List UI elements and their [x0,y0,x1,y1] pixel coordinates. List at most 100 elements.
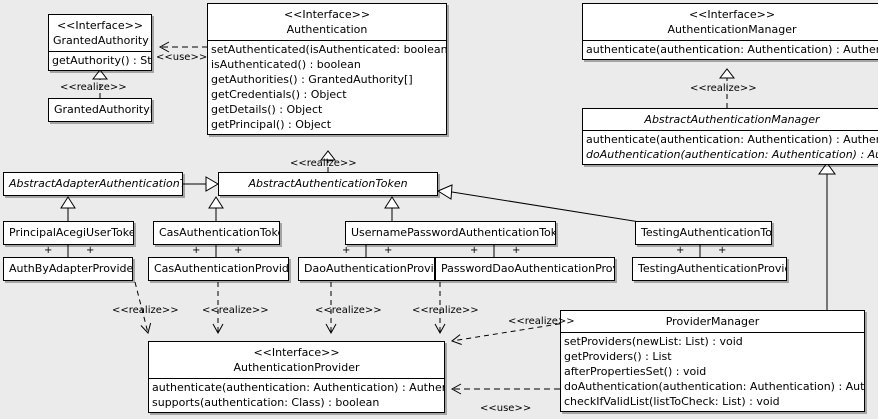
class-header: AbstractAuthenticationManager [583,109,878,130]
class-abstract-authentication-token[interactable]: AbstractAuthenticationToken [218,172,438,196]
operation: getCredentials() : Object [211,88,347,101]
stereotype-label: <<Interface>> [56,19,144,32]
class-cas-authentication-token[interactable]: CasAuthenticationToken [153,221,280,245]
class-username-password-authentication-token[interactable]: UsernamePasswordAuthenticationToken [345,221,556,245]
class-name: DaoAuthenticationProvider [304,262,434,275]
class-header: CasAuthenticationProvider [149,258,288,280]
multiplicity-marker: + [512,245,521,256]
class-header: <<Interface>> AuthenticationManager [583,4,878,40]
class-name: ProviderManager [665,315,760,328]
operation: doAuthentication(authentication: Authent… [564,380,865,393]
compartment-divider [49,51,151,52]
class-granted-authority[interactable]: <<Interface>> GrantedAuthority getAuthor… [48,14,152,71]
multiplicity-marker: + [86,245,95,256]
class-principal-acegi-user-token[interactable]: PrincipalAcegiUserToken [3,221,134,245]
edge-inherit-providermanager [818,162,836,310]
class-name: TestingAuthenticationProvider [638,262,787,275]
class-header: TestingAuthenticationProvider [633,258,786,280]
class-name: AuthenticationManager [667,23,797,36]
edge-label-realize-passworddao: <<realize>> [412,305,479,316]
compartment-divider [561,332,864,333]
class-name: AuthenticationProvider [233,361,360,374]
compartment-divider [149,378,444,379]
stereotype-label: <<Interface>> [253,346,340,359]
operations-compartment: getAuthority() : String [49,52,151,70]
class-name: GrantedAuthority [53,34,149,47]
multiplicity-marker: + [718,245,727,256]
operation: authenticate(authentication: Authenticat… [152,381,444,394]
edge-label-realize-abstractauthenticationmanager: <<realize>> [690,83,757,94]
compartment-divider [208,40,446,41]
class-authentication-provider[interactable]: <<Interface>> AuthenticationProvider aut… [148,341,445,413]
multiplicity-marker: + [192,245,201,256]
compartment-divider [583,40,878,41]
class-name: AbstractAuthenticationManager [644,113,820,126]
operation: checkIfValidList(listToCheck: List) : vo… [564,395,780,408]
operation: setProviders(newList: List) : void [564,335,743,348]
edge-label-realize-cas: <<realize>> [202,305,269,316]
edge-label-realize-authbyadapter: <<realize>> [112,305,179,316]
class-testing-authentication-token[interactable]: TestingAuthenticationToken [635,221,772,245]
class-name: PasswordDaoAuthenticationProvider [441,262,614,275]
class-abstract-adapter-authentication-token[interactable]: AbstractAdapterAuthenticationToken [3,172,183,196]
class-name: PrincipalAcegiUserToken [9,226,134,239]
class-name: CasAuthenticationToken [159,226,280,239]
class-name: TestingAuthenticationToken [641,226,772,239]
operations-compartment: authenticate(authentication: Authenticat… [583,131,878,164]
operation: doAuthentication(authentication: Authent… [586,148,878,161]
edge-label-use-providermanager: <<use>> [480,403,532,414]
class-header: AuthByAdapterProvider [4,258,132,280]
class-header: AbstractAuthenticationToken [219,173,437,195]
class-name: GrantedAuthorityImpl [54,103,151,116]
edge-inherit-usernamepasswordtoken [384,196,400,221]
edge-label-realize-abstractauthenticationtoken: <<realize>> [290,158,357,169]
class-authentication[interactable]: <<Interface>> Authentication setAuthenti… [207,3,447,135]
class-cas-authentication-provider[interactable]: CasAuthenticationProvider [148,257,289,281]
class-testing-authentication-provider[interactable]: TestingAuthenticationProvider [632,257,787,281]
multiplicity-marker: + [676,245,685,256]
operations-compartment: setAuthenticated(isAuthenticated: boolea… [208,41,446,134]
edge-label-realize-grantedauthorityimpl: <<realize>> [60,82,127,93]
class-granted-authority-impl[interactable]: GrantedAuthorityImpl [48,98,152,122]
class-name: CasAuthenticationProvider [154,262,289,275]
operation: isAuthenticated() : boolean [211,58,361,71]
operation: afterPropertiesSet() : void [564,365,707,378]
operations-compartment: authenticate(authentication: Authenticat… [149,379,444,412]
class-provider-manager[interactable]: ProviderManager setProviders(newList: Li… [560,310,865,412]
class-name: Authentication [286,23,368,36]
operation: authenticate(authentication: Authenticat… [586,43,878,56]
class-dao-authentication-provider[interactable]: DaoAuthenticationProvider [298,257,435,281]
class-header: PrincipalAcegiUserToken [4,222,133,244]
operation: setAuthenticated(isAuthenticated: boolea… [211,43,447,56]
class-header: AbstractAdapterAuthenticationToken [4,173,182,195]
class-abstract-authentication-manager[interactable]: AbstractAuthenticationManager authentica… [582,108,878,165]
edge-label-realize-testing: <<realize>> [508,316,575,327]
edge-inherit-testingauthenticationtoken [436,184,641,223]
class-header: UsernamePasswordAuthenticationToken [346,222,555,244]
operation: getProviders() : List [564,350,672,363]
operation: authenticate(authentication: Authenticat… [586,133,878,146]
class-name: AbstractAuthenticationToken [248,177,408,190]
class-header: <<Interface>> GrantedAuthority [49,15,151,51]
operation: getAuthority() : String [52,54,152,67]
operations-compartment: authenticate(authentication: Authenticat… [583,41,878,59]
multiplicity-marker: + [384,245,393,256]
multiplicity-marker: + [470,245,479,256]
class-header: <<Interface>> Authentication [208,4,446,40]
operations-compartment: setProviders(newList: List) : void getPr… [561,333,864,411]
stereotype-label: <<Interface>> [283,8,371,21]
class-authentication-manager[interactable]: <<Interface>> AuthenticationManager auth… [582,3,878,60]
class-header: DaoAuthenticationProvider [299,258,434,280]
edge-label-use-authentication-grantedauthority: <<use>> [156,52,208,63]
multiplicity-marker: + [342,245,351,256]
operation: getAuthorities() : GrantedAuthority[] [211,73,413,86]
class-auth-by-adapter-provider[interactable]: AuthByAdapterProvider [3,257,133,281]
class-header: <<Interface>> AuthenticationProvider [149,342,444,378]
class-name: UsernamePasswordAuthenticationToken [351,226,556,239]
class-name: AbstractAdapterAuthenticationToken [9,177,182,190]
edge-label-realize-dao: <<realize>> [315,305,382,316]
class-password-dao-authentication-provider[interactable]: PasswordDaoAuthenticationProvider [435,257,615,281]
class-header: GrantedAuthorityImpl [49,99,151,121]
edge-inherit-abstractadapter [183,176,219,192]
operation: supports(authentication: Class) : boolea… [152,396,380,409]
